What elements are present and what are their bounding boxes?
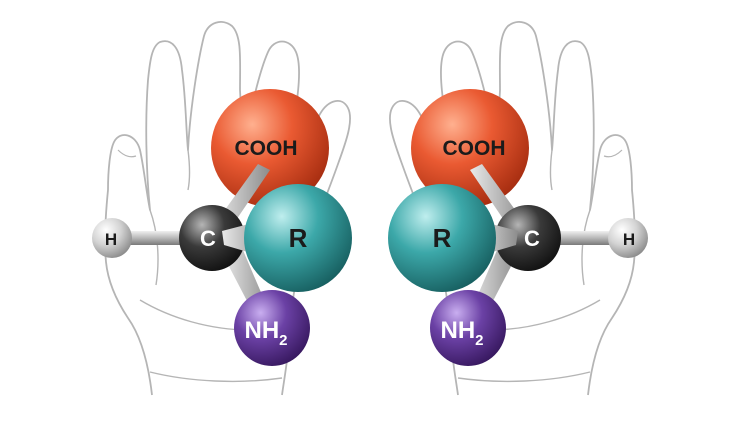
svg-text:NH2: NH2 — [440, 317, 483, 349]
left-cooh-atom: COOH — [211, 89, 329, 207]
left-c-atom: C — [179, 205, 245, 271]
right-h-atom: H — [608, 218, 648, 258]
left-r-atom: R — [244, 184, 352, 292]
left-nh2-label: NH — [244, 317, 279, 344]
left-molecule: NH2 COOH C R H — [92, 89, 352, 366]
right-nh2-subscript: 2 — [475, 332, 483, 349]
right-cooh-atom: COOH — [411, 89, 529, 207]
right-molecule: NH2 COOH C R H — [388, 89, 648, 366]
right-c-h-bond — [542, 231, 628, 245]
left-h-label: H — [105, 230, 117, 249]
right-nh2-label: NH — [440, 317, 475, 344]
left-h-c-bond — [112, 231, 198, 245]
right-r-atom: R — [388, 184, 496, 292]
right-h-label: H — [623, 230, 635, 249]
svg-text:NH2: NH2 — [244, 317, 287, 349]
left-r-label: R — [289, 223, 308, 253]
left-nh2-subscript: 2 — [279, 332, 287, 349]
left-cooh-label: COOH — [235, 137, 298, 160]
left-c-label: C — [200, 226, 216, 251]
right-r-label: R — [433, 223, 452, 253]
right-cooh-label: COOH — [443, 137, 506, 160]
right-c-label: C — [524, 226, 540, 251]
right-nh2-atom: NH2 — [430, 290, 506, 366]
right-c-atom: C — [495, 205, 561, 271]
left-h-atom: H — [92, 218, 132, 258]
left-nh2-atom: NH2 — [234, 290, 310, 366]
